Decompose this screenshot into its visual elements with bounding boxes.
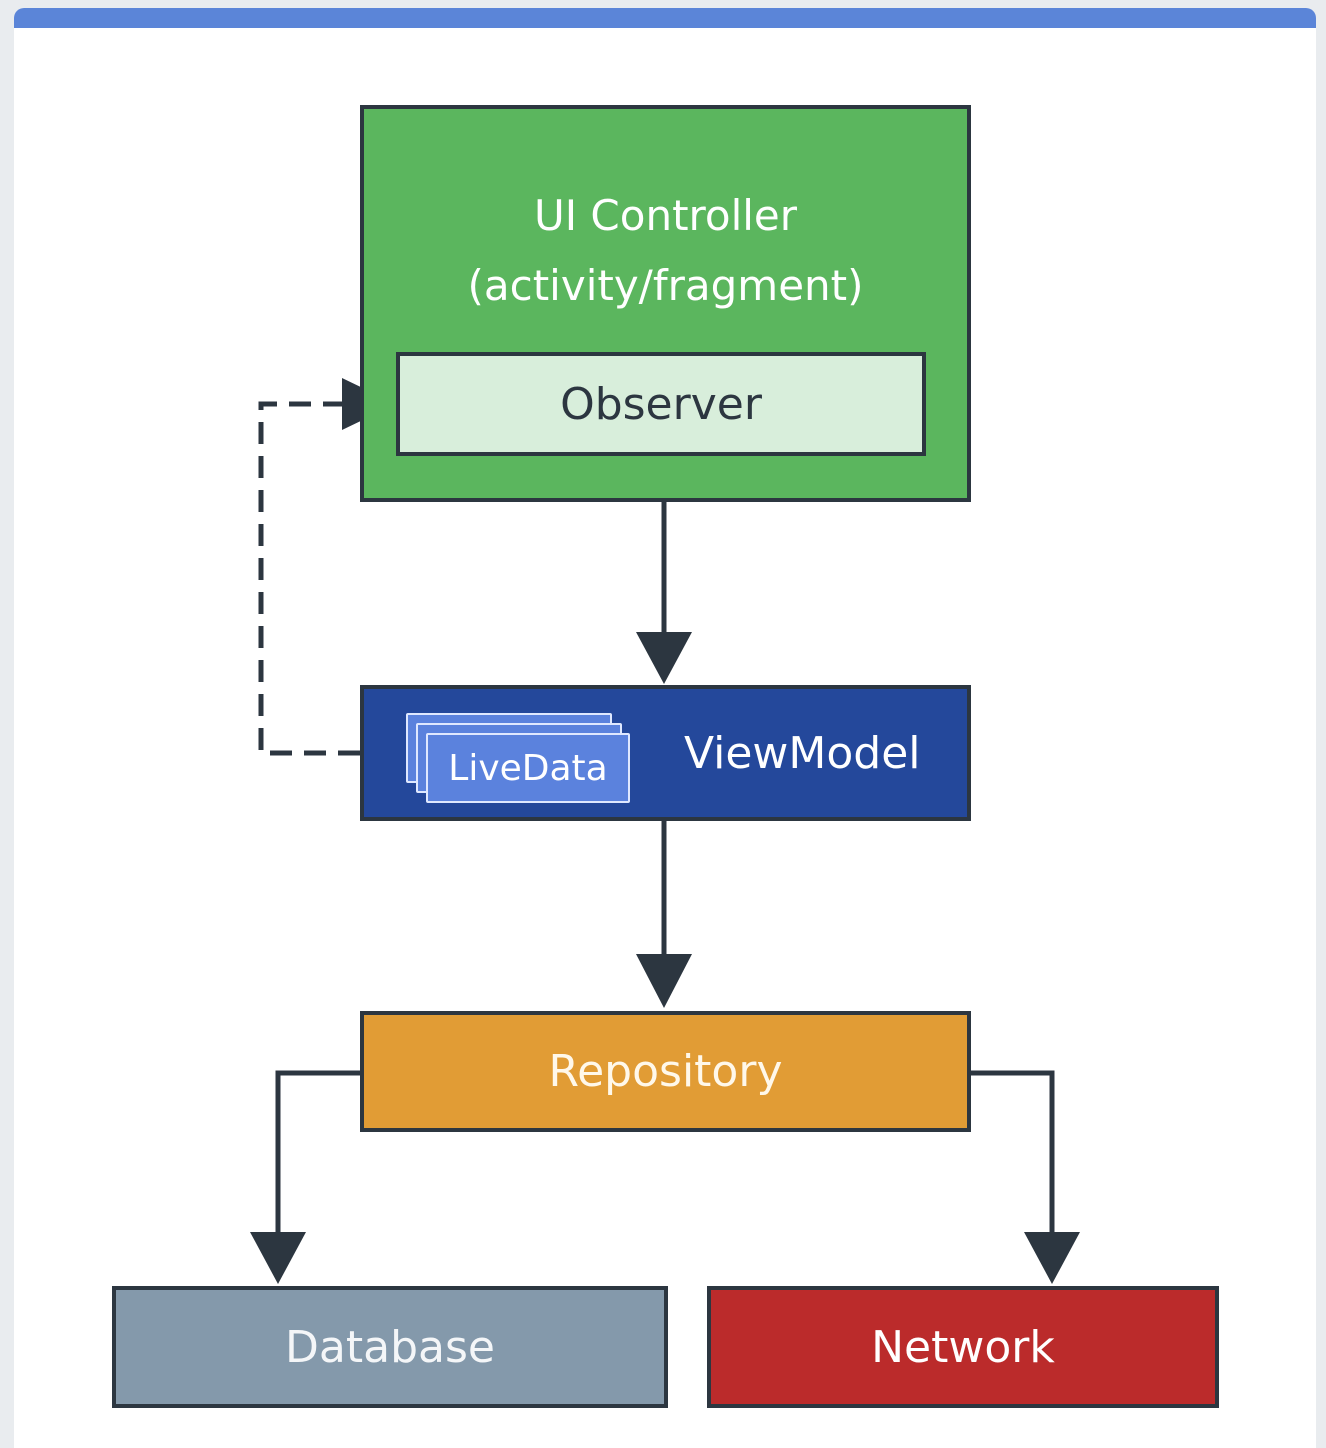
livedata-card: LiveData [426,733,630,803]
arrowhead-viewmodel-to-repository [636,954,692,1008]
ui-controller-title-line2: (activity/fragment) [467,261,864,310]
network-label: Network [871,1321,1055,1373]
observer-box: Observer [396,352,926,456]
ui-controller-title-line1: UI Controller [533,191,798,240]
network-box: Network [707,1286,1219,1408]
card-header-bar [14,8,1316,28]
repository-box: Repository [360,1011,971,1132]
arrow-repository-to-database [275,1070,360,1240]
viewmodel-label: ViewModel [684,727,921,779]
livedata-label: LiveData [448,747,608,789]
database-box: Database [112,1286,668,1408]
observer-label: Observer [560,378,762,430]
ui-controller-title: UI Controller (activity/fragment) [364,181,967,321]
arrowhead-repository-to-database [250,1232,306,1284]
arrow-repository-to-network [971,1070,1055,1240]
arrowhead-repository-to-network [1024,1232,1080,1284]
arrowhead-ui-to-viewmodel [636,632,692,684]
database-label: Database [285,1321,495,1373]
repository-label: Repository [548,1046,783,1097]
viewmodel-box: LiveData ViewModel [360,685,971,821]
dashed-arrow-livedata-to-observer [258,401,394,756]
